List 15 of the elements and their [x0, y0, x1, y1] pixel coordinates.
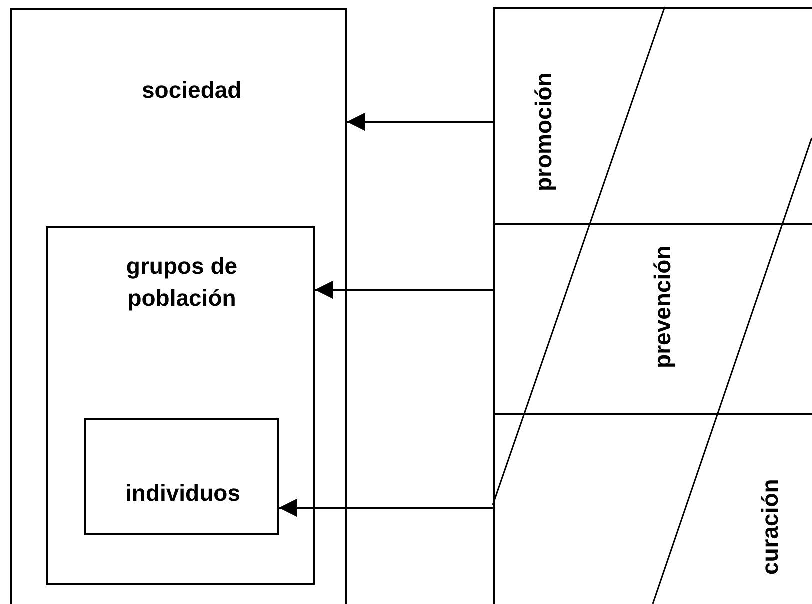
box-label: grupos de población [125, 252, 239, 314]
band-label: prevención [648, 246, 676, 368]
band-label: curación [756, 479, 784, 576]
arrow [279, 499, 493, 517]
band [493, 223, 812, 415]
arrow [315, 281, 493, 299]
band [493, 413, 812, 604]
nested-box [84, 418, 279, 535]
box-label: individuos [126, 479, 240, 508]
band-label: promoción [528, 72, 558, 192]
arrow [347, 113, 493, 131]
nested-box [46, 226, 315, 585]
nested-box [10, 8, 347, 604]
band [493, 7, 812, 224]
box-label: sociedad [142, 76, 242, 105]
